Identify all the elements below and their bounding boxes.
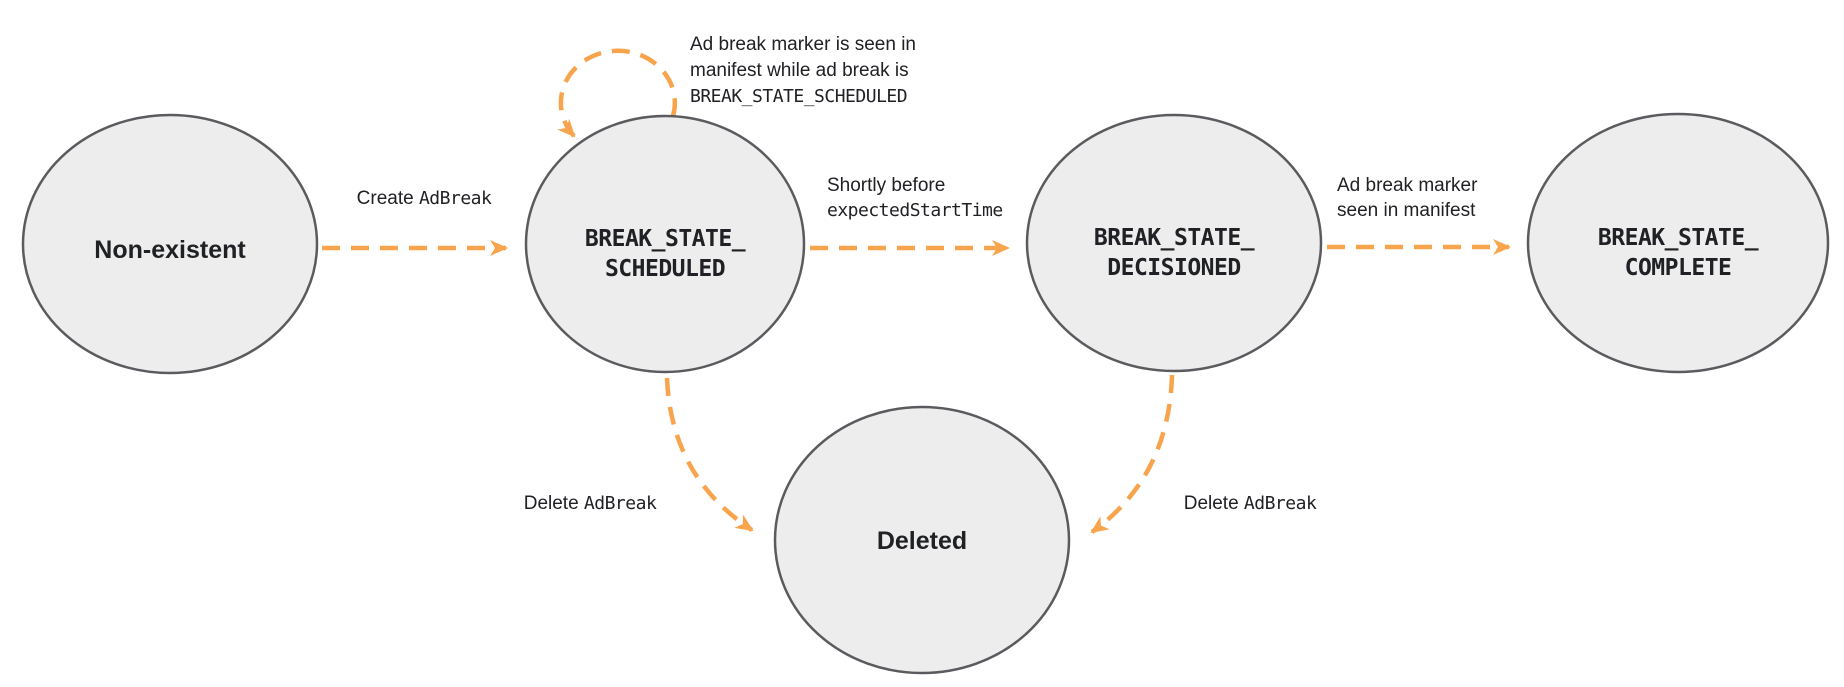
- create-adbreak-label-code: AdBreak: [419, 188, 492, 209]
- state-node-deleted: [773, 405, 1071, 675]
- state-node-break-state-scheduled: [524, 114, 806, 374]
- scheduled-label-line2: SCHEDULED: [605, 256, 725, 282]
- create-adbreak-label-plain: Create: [357, 188, 419, 209]
- complete-label-line2: COMPLETE: [1625, 255, 1732, 281]
- delete-adbreak-right-label: Delete AdBreak: [1184, 493, 1317, 514]
- non-existent-label: Non-existent: [94, 236, 246, 264]
- create-adbreak-label: Create AdBreak: [357, 188, 492, 209]
- delete-adbreak-right-label-code: AdBreak: [1244, 493, 1317, 514]
- state-node-break-state-complete: [1526, 112, 1830, 374]
- transition-delete-from-scheduled-arrow: [664, 377, 754, 532]
- self-loop-label-line3: BREAK_STATE_SCHEDULED: [690, 86, 907, 107]
- state-node-non-existent: [21, 113, 319, 375]
- complete-label-line1: BREAK_STATE_: [1598, 225, 1759, 251]
- scheduled-label-line1: BREAK_STATE_: [585, 226, 746, 252]
- complete-edge-label-line2: seen in manifest: [1337, 200, 1476, 221]
- decisioned-label-line2: DECISIONED: [1107, 255, 1240, 281]
- transition-self-loop-arrow: [557, 48, 678, 138]
- self-loop-label-line2: manifest while ad break is: [690, 60, 909, 81]
- decisioned-label-line1: BREAK_STATE_: [1094, 225, 1255, 251]
- self-loop-label-line1: Ad break marker is seen in: [690, 34, 916, 55]
- delete-adbreak-left-label-code: AdBreak: [584, 493, 657, 514]
- deleted-label: Deleted: [877, 527, 967, 555]
- delete-adbreak-right-label-plain: Delete: [1184, 493, 1244, 514]
- delete-adbreak-left-label-plain: Delete: [524, 493, 584, 514]
- state-node-break-state-decisioned: [1025, 113, 1323, 373]
- delete-adbreak-left-label: Delete AdBreak: [524, 493, 657, 514]
- decision-label-line1: Shortly before: [827, 175, 945, 196]
- complete-edge-label-line1: Ad break marker: [1337, 175, 1478, 196]
- transition-delete-from-decisioned-arrow: [1090, 374, 1175, 534]
- decision-label-line2: expectedStartTime: [827, 200, 1003, 221]
